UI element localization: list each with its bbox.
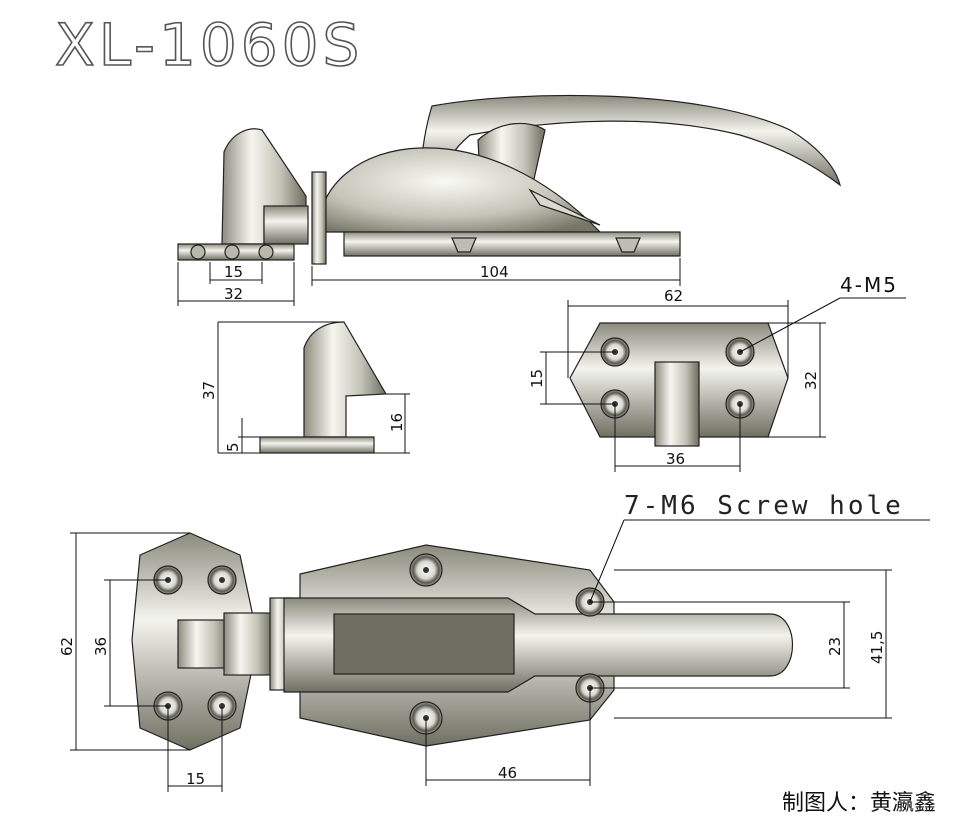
dim-side-base: 32 (224, 285, 243, 303)
dim-top-width: 62 (664, 287, 683, 305)
dim-side-length: 104 (480, 263, 509, 281)
plate-view: 62 32 15 36 4-M5 (528, 273, 906, 472)
dim-strike-base: 5 (224, 442, 242, 452)
author-label: 制图人：黄瀛鑫 (782, 791, 936, 816)
dim-strike-height: 37 (200, 381, 218, 400)
callout-m6: 7-M6 Screw hole (624, 491, 904, 521)
drawing-title: XL-1060S (55, 11, 363, 79)
strike-view: 37 5 16 (200, 321, 410, 454)
dim-top-height: 32 (802, 371, 820, 390)
callout-m5: 4-M5 (840, 273, 898, 297)
dim-plan-height: 62 (58, 637, 76, 656)
side-view: 15 32 104 (177, 94, 841, 306)
dim-top-hole-pitch-v: 15 (528, 369, 546, 388)
dim-plan-base-pitch: 15 (186, 770, 205, 788)
dim-side-small-base: 15 (224, 263, 243, 281)
dim-plan-bolt-pitch: 46 (498, 764, 517, 782)
plan-view: 62 36 15 46 23 41,5 7-M6 Screw hole (58, 491, 930, 792)
dim-plan-total: 41,5 (868, 631, 886, 664)
dim-strike-step: 16 (388, 413, 406, 432)
dim-plan-hole-pitch: 36 (92, 637, 110, 656)
dim-top-hole-pitch-h: 36 (666, 450, 685, 468)
dim-plan-slot: 23 (826, 637, 844, 656)
